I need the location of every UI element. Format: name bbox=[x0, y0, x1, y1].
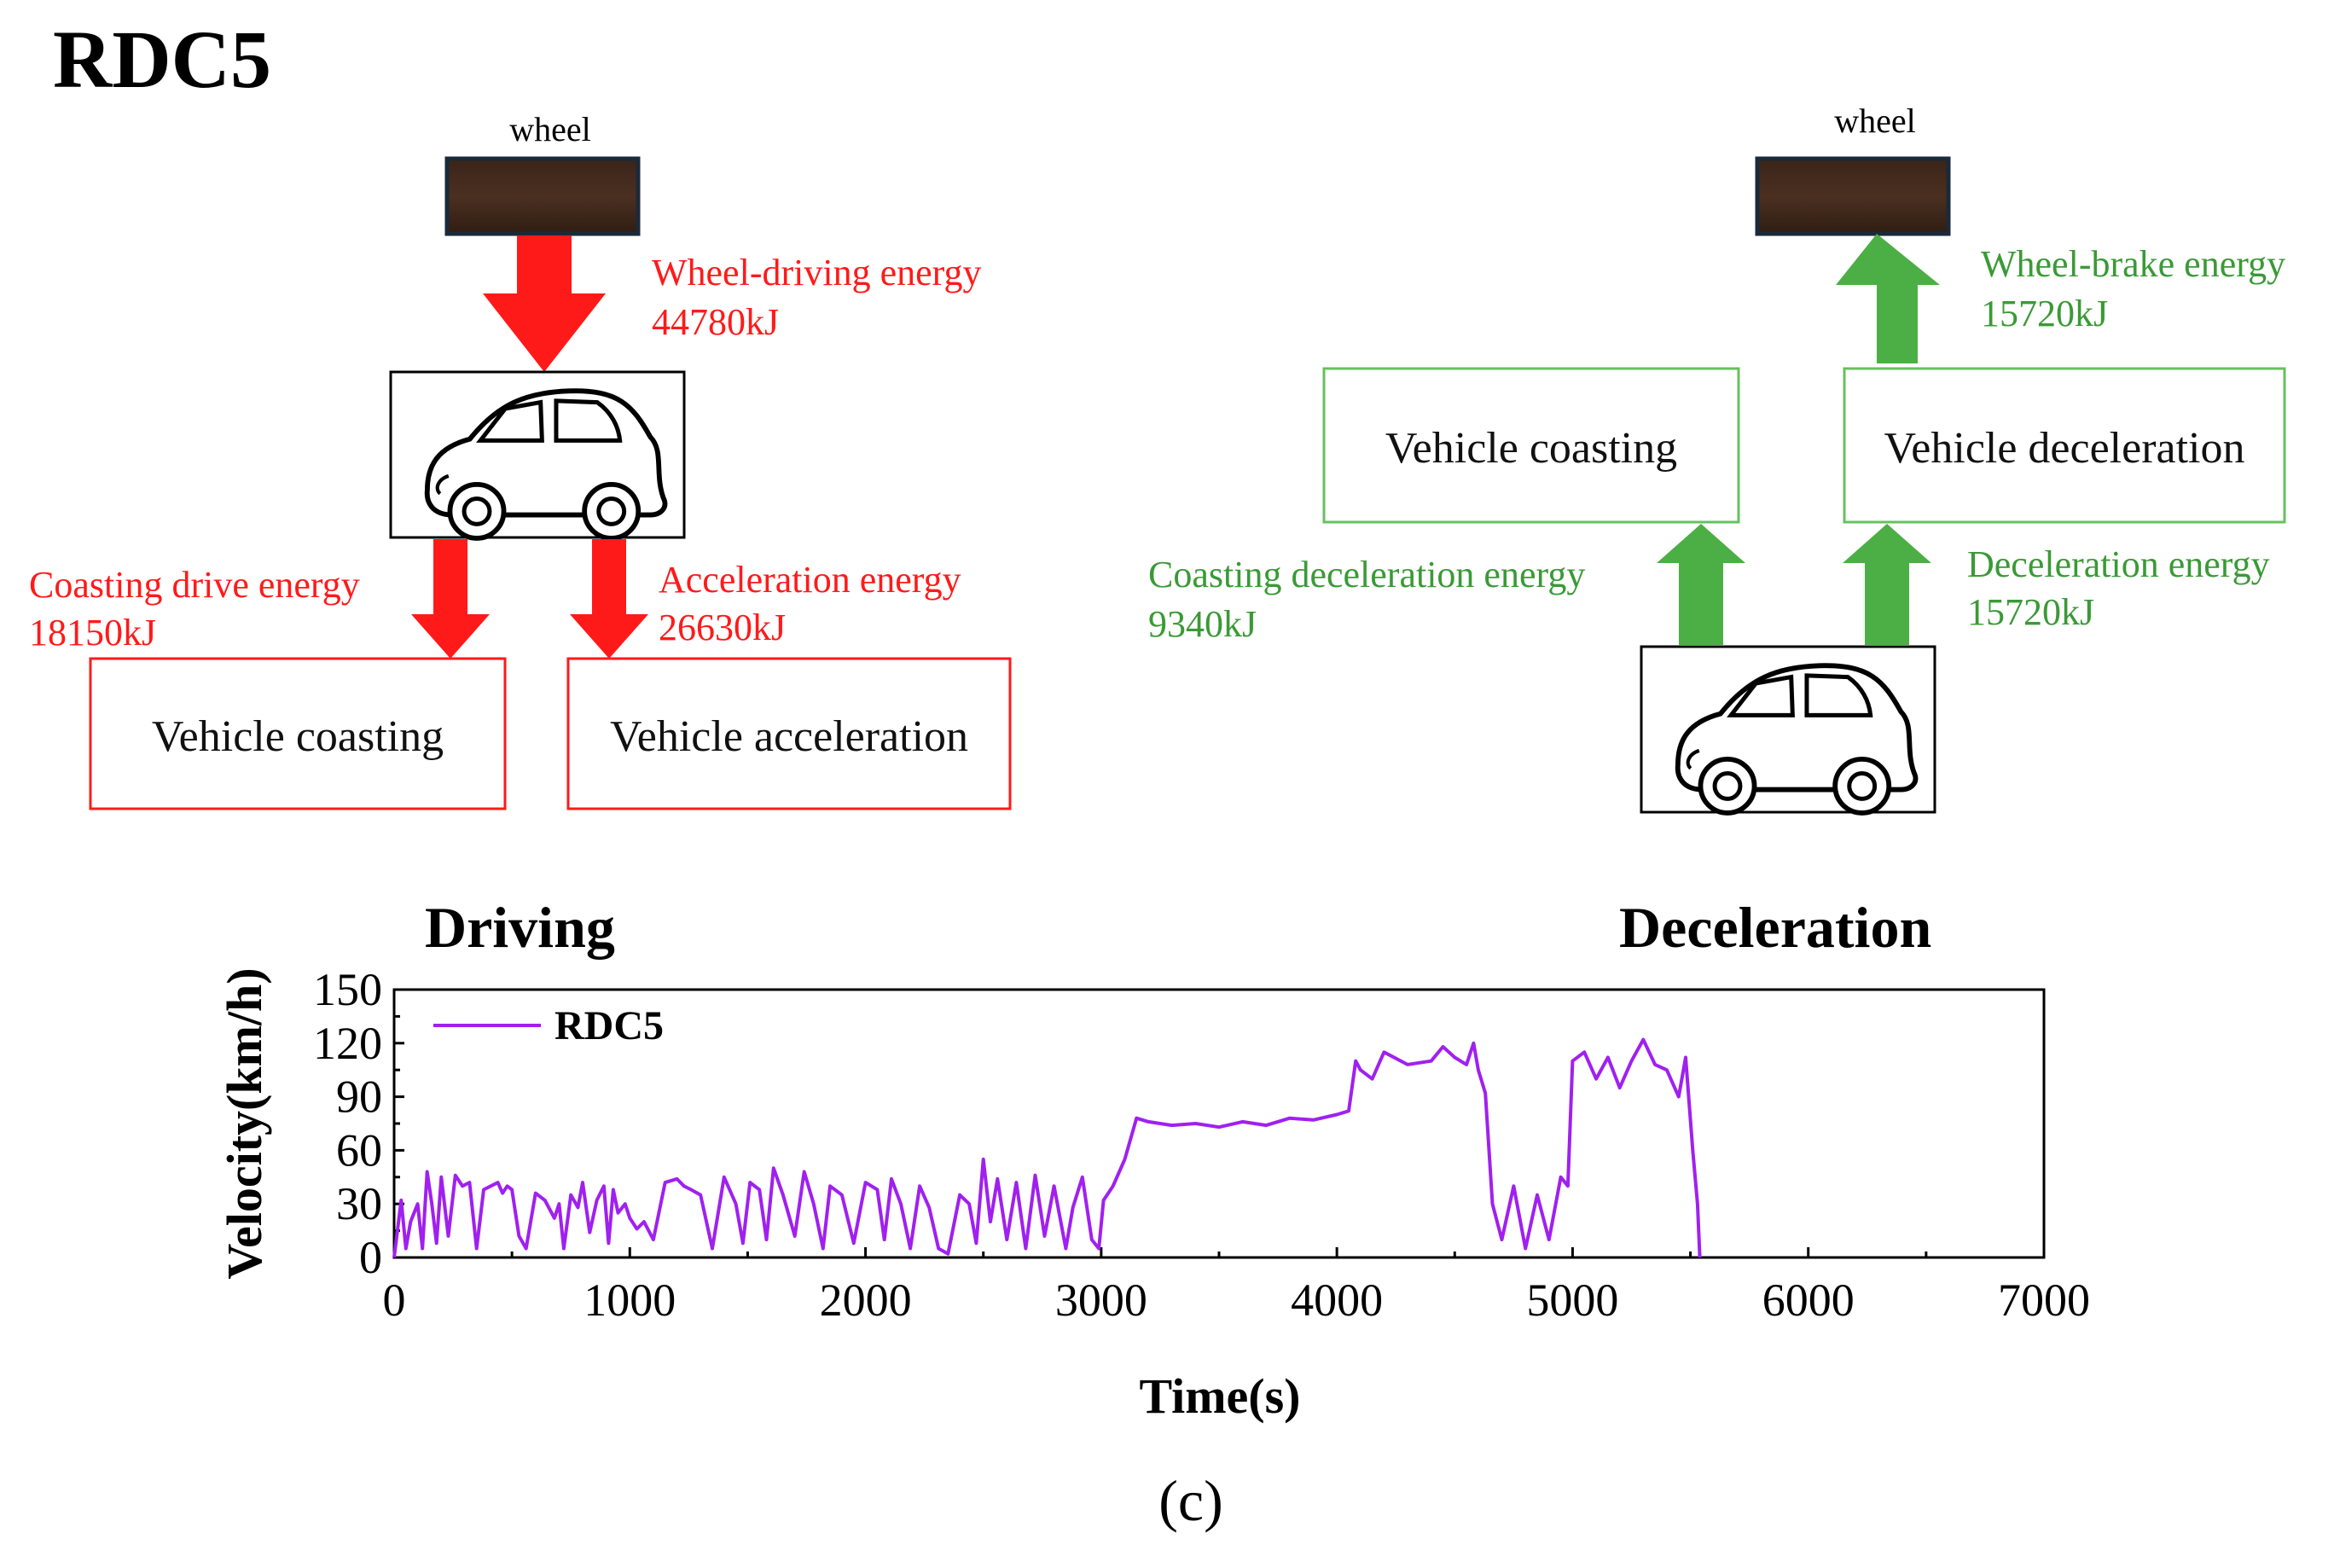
series-line-rdc5 bbox=[392, 1037, 1702, 1258]
y-tick-label: 90 bbox=[336, 1071, 382, 1123]
vehicle-coasting-box-red bbox=[89, 657, 507, 810]
acceleration-energy-label: Acceleration energy bbox=[659, 559, 961, 601]
vehicle-acceleration-label: Vehicle acceleration bbox=[610, 712, 968, 761]
driving-diagram: wheel Wheel-driving energy 44780kJ Coast… bbox=[29, 110, 1012, 810]
vehicle-deceleration-label: Vehicle deceleration bbox=[1884, 424, 2245, 473]
x-tick-label: 5000 bbox=[1526, 1275, 1618, 1326]
acceleration-energy-value: 26630kJ bbox=[659, 607, 786, 648]
plot-frame bbox=[392, 988, 2046, 1259]
coasting-decel-energy-label: Coasting deceleration energy bbox=[1148, 554, 1585, 595]
x-tick-label: 4000 bbox=[1291, 1275, 1383, 1326]
wheel-driving-energy-label: Wheel-driving energy bbox=[652, 252, 981, 293]
coasting-drive-energy-label: Coasting drive energy bbox=[29, 564, 360, 606]
x-tick-label: 3000 bbox=[1055, 1275, 1147, 1326]
deceleration-arrow-icon bbox=[1843, 524, 1931, 645]
y-tick-label: 60 bbox=[336, 1124, 382, 1176]
figure-title: RDC5 bbox=[53, 14, 271, 105]
x-tick-label: 6000 bbox=[1762, 1275, 1855, 1326]
y-tick-label: 0 bbox=[359, 1232, 382, 1283]
coasting-decel-arrow-icon bbox=[1657, 524, 1745, 645]
deceleration-energy-label: Deceleration energy bbox=[1967, 543, 2270, 585]
wheel-brake-energy-label: Wheel-brake energy bbox=[1981, 243, 2285, 285]
deceleration-diagram: wheel Wheel-brake energy 15720kJ Vehicle… bbox=[1148, 102, 2286, 813]
wheel-brake-energy-value: 15720kJ bbox=[1981, 293, 2108, 334]
x-axis: 0 1000 2000 3000 4000 5000 6000 7000 bbox=[383, 1247, 2090, 1326]
vehicle-coasting-label-red: Vehicle coasting bbox=[152, 712, 444, 761]
x-tick-label: 2000 bbox=[820, 1275, 912, 1326]
y-tick-label: 120 bbox=[313, 1018, 382, 1069]
legend-label-rdc5: RDC5 bbox=[554, 1003, 664, 1048]
x-tick-label: 0 bbox=[383, 1275, 406, 1326]
wheel-brake-arrow-icon bbox=[1836, 234, 1940, 363]
deceleration-energy-value: 15720kJ bbox=[1967, 591, 2094, 633]
vehicle-acceleration-box bbox=[566, 657, 1012, 810]
vehicle-coasting-label-green: Vehicle coasting bbox=[1385, 424, 1677, 473]
y-axis-label: Velocity(km/h) bbox=[217, 967, 272, 1279]
coasting-decel-energy-value: 9340kJ bbox=[1148, 603, 1257, 645]
decel-wheel-label: wheel bbox=[1834, 102, 1916, 140]
wheel-driving-arrow-icon bbox=[483, 235, 606, 372]
section-deceleration-heading: Deceleration bbox=[1619, 895, 1931, 960]
y-tick-label: 30 bbox=[336, 1178, 382, 1229]
x-tick-label: 7000 bbox=[1998, 1275, 2090, 1326]
driving-wheel-label: wheel bbox=[509, 110, 591, 148]
decel-wheel-icon bbox=[1755, 156, 1951, 236]
driving-wheel-icon bbox=[444, 156, 641, 236]
x-axis-label: Time(s) bbox=[1139, 1368, 1300, 1424]
coasting-drive-arrow-icon bbox=[411, 539, 490, 659]
coasting-drive-energy-value: 18150kJ bbox=[29, 612, 156, 653]
acceleration-arrow-icon bbox=[570, 539, 648, 659]
vehicle-coasting-box-green bbox=[1322, 367, 1740, 524]
vehicle-deceleration-box bbox=[1843, 367, 2286, 524]
y-tick-label: 150 bbox=[313, 964, 382, 1015]
figure-caption: (c) bbox=[1158, 1468, 1222, 1533]
section-driving-heading: Driving bbox=[425, 895, 615, 960]
x-tick-label: 1000 bbox=[584, 1275, 676, 1326]
wheel-driving-energy-value: 44780kJ bbox=[652, 301, 779, 343]
